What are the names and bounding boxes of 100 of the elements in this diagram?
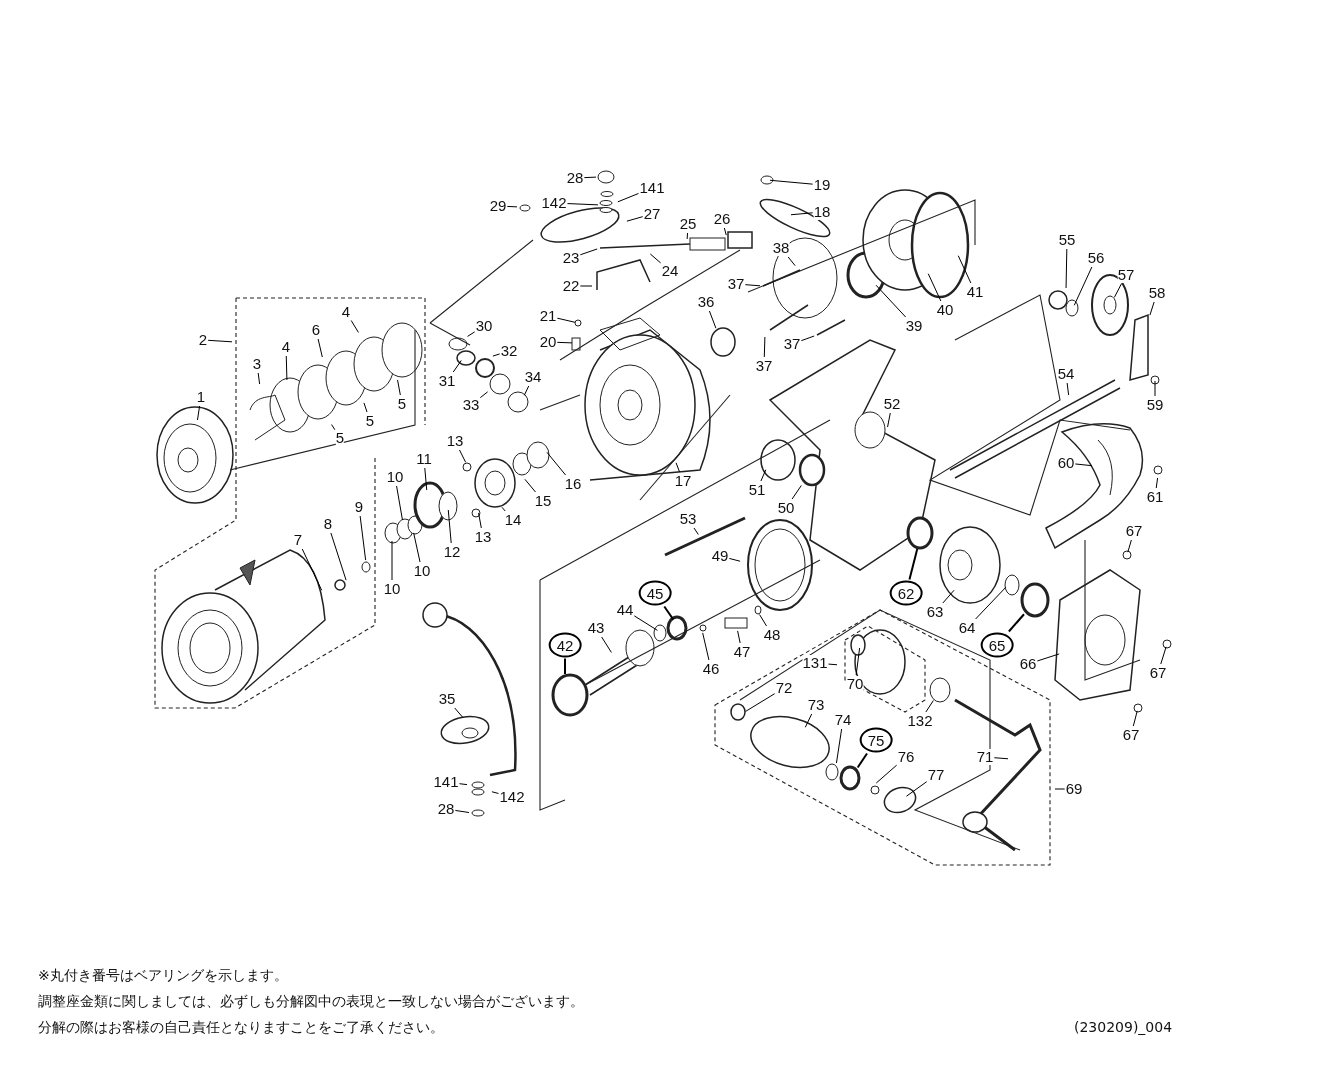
leader-line	[787, 256, 796, 267]
leader-line	[804, 713, 813, 728]
callout-number: 60	[1057, 455, 1075, 471]
leader-line	[317, 338, 323, 358]
callout-number: 5	[365, 413, 375, 429]
callout-number: 25	[679, 216, 697, 232]
callout-number: 131	[802, 655, 828, 671]
leader-line	[1066, 382, 1070, 396]
leader-line	[1007, 613, 1025, 633]
leader-line	[1036, 653, 1060, 662]
callout-number: 37	[727, 276, 745, 292]
bearing-callout-number: 65	[980, 632, 1014, 658]
callout-number: 35	[438, 691, 456, 707]
callout-number: 77	[927, 767, 945, 783]
callout-number: 21	[539, 308, 557, 324]
leader-line	[506, 205, 518, 208]
leader-line	[759, 614, 767, 627]
callout-number: 51	[748, 482, 766, 498]
callout-number: 63	[926, 604, 944, 620]
leader-line	[330, 532, 347, 581]
callout-number: 76	[897, 749, 915, 765]
leader-line	[579, 285, 593, 287]
callout-number: 69	[1065, 781, 1083, 797]
callout-number: 52	[883, 396, 901, 412]
leader-line	[331, 424, 336, 431]
callout-number: 14	[504, 512, 522, 528]
leader-line	[454, 809, 470, 814]
callout-number: 17	[674, 473, 692, 489]
callout-number: 5	[335, 430, 345, 446]
bearing-callout-number: 45	[638, 580, 672, 606]
leader-line	[601, 636, 612, 653]
leader-line	[633, 615, 658, 631]
callout-number: 67	[1125, 523, 1143, 539]
note-text: 調整座金類に関しましては、必ずしも分解図中の表現と一致しない場合がございます。	[38, 992, 584, 1010]
leader-line	[875, 764, 898, 784]
callout-number: 141	[433, 774, 459, 790]
leader-line	[391, 540, 393, 581]
callout-number: 142	[541, 195, 567, 211]
callout-number: 48	[763, 627, 781, 643]
bearing-callout-number: 62	[889, 580, 923, 606]
leader-line	[567, 203, 599, 206]
leader-line	[927, 273, 942, 302]
callout-number: 40	[936, 302, 954, 318]
leader-line	[617, 193, 639, 203]
leader-line	[1065, 248, 1068, 289]
leader-line	[835, 728, 843, 764]
leader-line	[524, 478, 536, 493]
callout-number: 66	[1019, 656, 1037, 672]
note-text: 分解の際はお客様の自己責任となりますことをご了承ください。	[38, 1018, 444, 1036]
callout-number: 58	[1148, 285, 1166, 301]
leader-line	[492, 353, 501, 357]
leader-line	[1132, 710, 1138, 727]
callout-number: 1	[196, 389, 206, 405]
callout-number: 64	[958, 620, 976, 636]
leader-line	[491, 791, 499, 794]
callout-number: 141	[639, 180, 665, 196]
leader-line	[301, 548, 323, 591]
callout-number: 20	[539, 334, 557, 350]
callout-number: 8	[323, 516, 333, 532]
leader-line	[1149, 301, 1155, 316]
callout-number: 132	[907, 713, 933, 729]
leader-line	[708, 310, 717, 329]
callout-number: 13	[474, 529, 492, 545]
callout-number: 10	[413, 563, 431, 579]
callout-number: 46	[702, 661, 720, 677]
leader-line	[737, 630, 741, 644]
callout-number: 24	[661, 263, 679, 279]
leader-line	[413, 532, 421, 563]
callout-number: 38	[772, 240, 790, 256]
callout-number: 34	[524, 369, 542, 385]
leader-line	[454, 707, 464, 719]
leader-line	[1127, 539, 1132, 553]
callout-number: 6	[311, 322, 321, 338]
leader-line	[925, 700, 934, 713]
leader-line	[523, 385, 530, 396]
bearing-callout-number: 75	[859, 727, 893, 753]
leader-line	[501, 506, 506, 512]
callout-number: 37	[755, 358, 773, 374]
callout-number: 9	[354, 499, 364, 515]
leader-line	[908, 547, 919, 581]
leader-line	[790, 212, 814, 216]
leader-line	[856, 752, 868, 769]
callout-number: 18	[813, 204, 831, 220]
callout-number: 71	[976, 749, 994, 765]
note-text: ※丸付き番号はベアリングを示します。	[38, 966, 288, 984]
leader-line	[363, 402, 368, 413]
callout-number: 7	[293, 532, 303, 548]
leader-line	[359, 515, 367, 561]
leader-line	[875, 284, 907, 318]
callout-number: 70	[846, 676, 864, 692]
callout-number: 16	[564, 476, 582, 492]
drawing-code: (230209)_004	[1074, 1018, 1173, 1036]
leader-line	[579, 248, 598, 256]
leader-line	[1155, 477, 1159, 489]
leader-line	[350, 320, 359, 333]
callout-number: 22	[562, 278, 580, 294]
callout-number: 3	[252, 356, 262, 372]
callout-number: 26	[713, 211, 731, 227]
callout-number: 5	[397, 396, 407, 412]
callout-number: 4	[281, 339, 291, 355]
